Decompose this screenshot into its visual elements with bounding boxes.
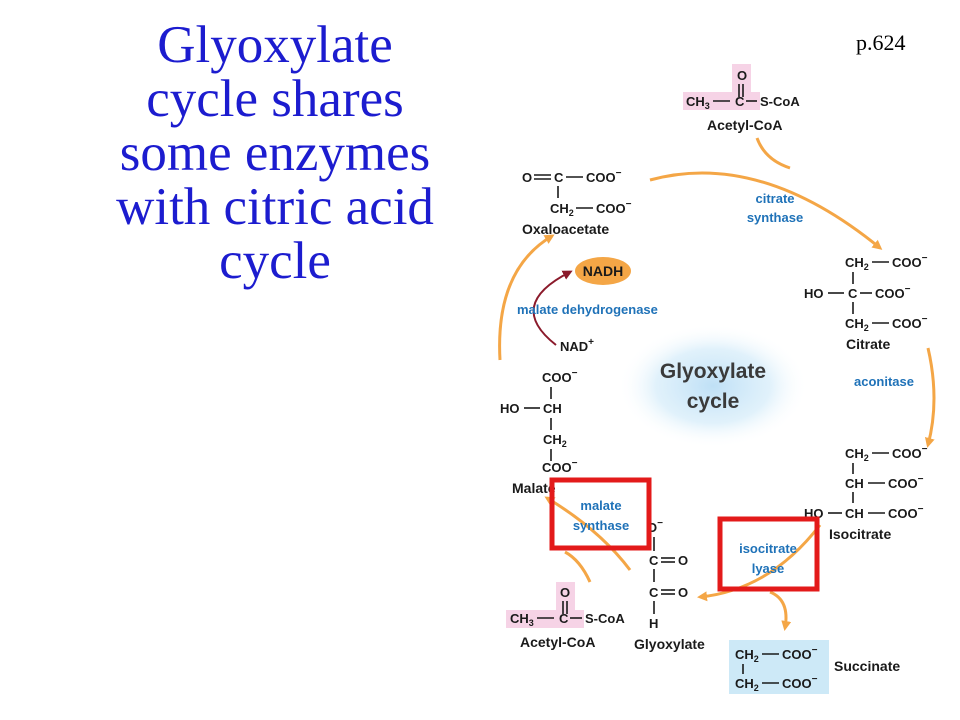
formula-ch2: CH2 [543,432,567,449]
formula-text: C [735,94,745,109]
formula-coo: COO− [892,314,928,331]
formula-coo: COO− [542,368,578,385]
formula-text: O [678,553,688,568]
compound-label: Glyoxylate [634,636,705,652]
formula-coo: COO− [888,474,924,491]
formula-text: HO [500,401,520,416]
title-line: cycle [219,232,331,290]
formula-text: C [649,553,659,568]
title-line: Glyoxylate [157,16,393,74]
formula-text: O [522,170,532,185]
formula-coo: COO− [892,444,928,461]
formula-coo: COO− [892,253,928,270]
formula-text: HO [804,286,824,301]
compound-label: Oxaloacetate [522,221,609,237]
enzyme-label: synthase [747,210,803,225]
formula-coo: COO− [888,504,924,521]
arrow-nad-to-nadh [532,270,573,346]
formula-ch2: CH2 [845,316,869,333]
citrate: CH2 COO− HO C COO− CH2 COO− Citrate [804,253,928,352]
title-line: with citric acid [116,178,434,236]
formula-coo: COO− [782,674,818,691]
succinate: CH2 COO− CH2 COO− Succinate [729,640,900,694]
highlight-box-malate-synthase [549,477,652,551]
formula-ch2: CH2 [550,201,574,218]
enzyme-label: isocitrate [739,541,797,556]
compound-label: Succinate [834,658,900,674]
compound-label: Acetyl-CoA [520,634,595,650]
enzyme-label: lyase [752,561,785,576]
title-line: some enzymes [119,124,431,182]
acetyl-highlight [683,64,760,110]
formula-coo: COO− [875,284,911,301]
page-reference: p.624 [856,30,906,55]
formula-text: H [649,616,658,631]
acetyl-coa-bottom: O CH3 C S-CoA Acetyl-CoA [506,582,625,650]
highlight-box-isocitrate-lyase [717,516,820,592]
nadh-badge [575,257,631,285]
slide-title: Glyoxylate cycle shares some enzymes wit… [60,18,490,288]
title-line: cycle shares [146,70,404,128]
formula-text: CH [845,476,864,491]
arrow-oaa-to-citrate [649,171,883,250]
center-label: Glyoxylate [660,360,766,383]
arrow-isocitrate-to-glyoxylate [697,524,822,602]
formula-text: C [649,585,659,600]
formula-coo: COO− [596,199,632,216]
arrow-citrate-to-isocitrate [924,347,936,448]
arrow-to-succinate [769,590,792,631]
arrow-glyoxylate-to-malate [544,496,632,571]
formula-ch3: CH3 [686,94,710,111]
enzyme-label: synthase [573,518,629,533]
formula-text: S-CoA [585,611,625,626]
formula-text: C [848,286,858,301]
arrow-malate-to-oaa [498,234,555,361]
compound-label: Citrate [846,336,891,352]
nad-label: NAD+ [560,337,594,354]
acetyl-coa-top: O CH3 C S-CoA Acetyl-CoA [683,64,800,133]
compound-label: Malate [512,480,556,496]
isocitrate: CH2 COO− CH COO− HO CH COO− Isocitrate [804,444,928,542]
formula-text: O [560,585,570,600]
formula-o-minus: O− [647,518,663,535]
acetyl-highlight [506,582,584,628]
formula-ch2: CH2 [735,676,759,693]
succinate-highlight [729,640,829,694]
arrow-acetyl-entry [755,137,791,170]
enzyme-label: aconitase [854,374,914,389]
formula-text: S-CoA [760,94,800,109]
enzyme-label: citrate [755,191,794,206]
malate: COO− HO CH CH2 COO− Malate [500,368,578,496]
formula-text: CH [543,401,562,416]
formula-text: CH [845,506,864,521]
formula-ch2: CH2 [735,647,759,664]
formula-coo: COO− [782,645,818,662]
compound-label: Acetyl-CoA [707,117,782,133]
formula-ch2: CH2 [845,255,869,272]
center-glow [618,324,808,448]
nadh-label: NADH [583,263,623,279]
formula-text: O [678,585,688,600]
enzyme-label: malate dehydrogenase [517,302,658,317]
formula-text: O [737,68,747,83]
arrow-acetyl-bottom-entry [564,550,592,583]
enzyme-label: malate [580,498,621,513]
compound-label: Isocitrate [829,526,891,542]
formula-coo: COO− [542,458,578,475]
formula-coo: COO− [586,168,622,185]
center-label: cycle [687,390,740,413]
oxaloacetate: O C COO− CH2 COO− Oxaloacetate [522,168,632,237]
formula-text: C [554,170,564,185]
formula-ch3: CH3 [510,611,534,628]
formula-ch2: CH2 [845,446,869,463]
glyoxylate: O− C O C O H Glyoxylate [634,518,705,652]
formula-text: C [559,611,569,626]
